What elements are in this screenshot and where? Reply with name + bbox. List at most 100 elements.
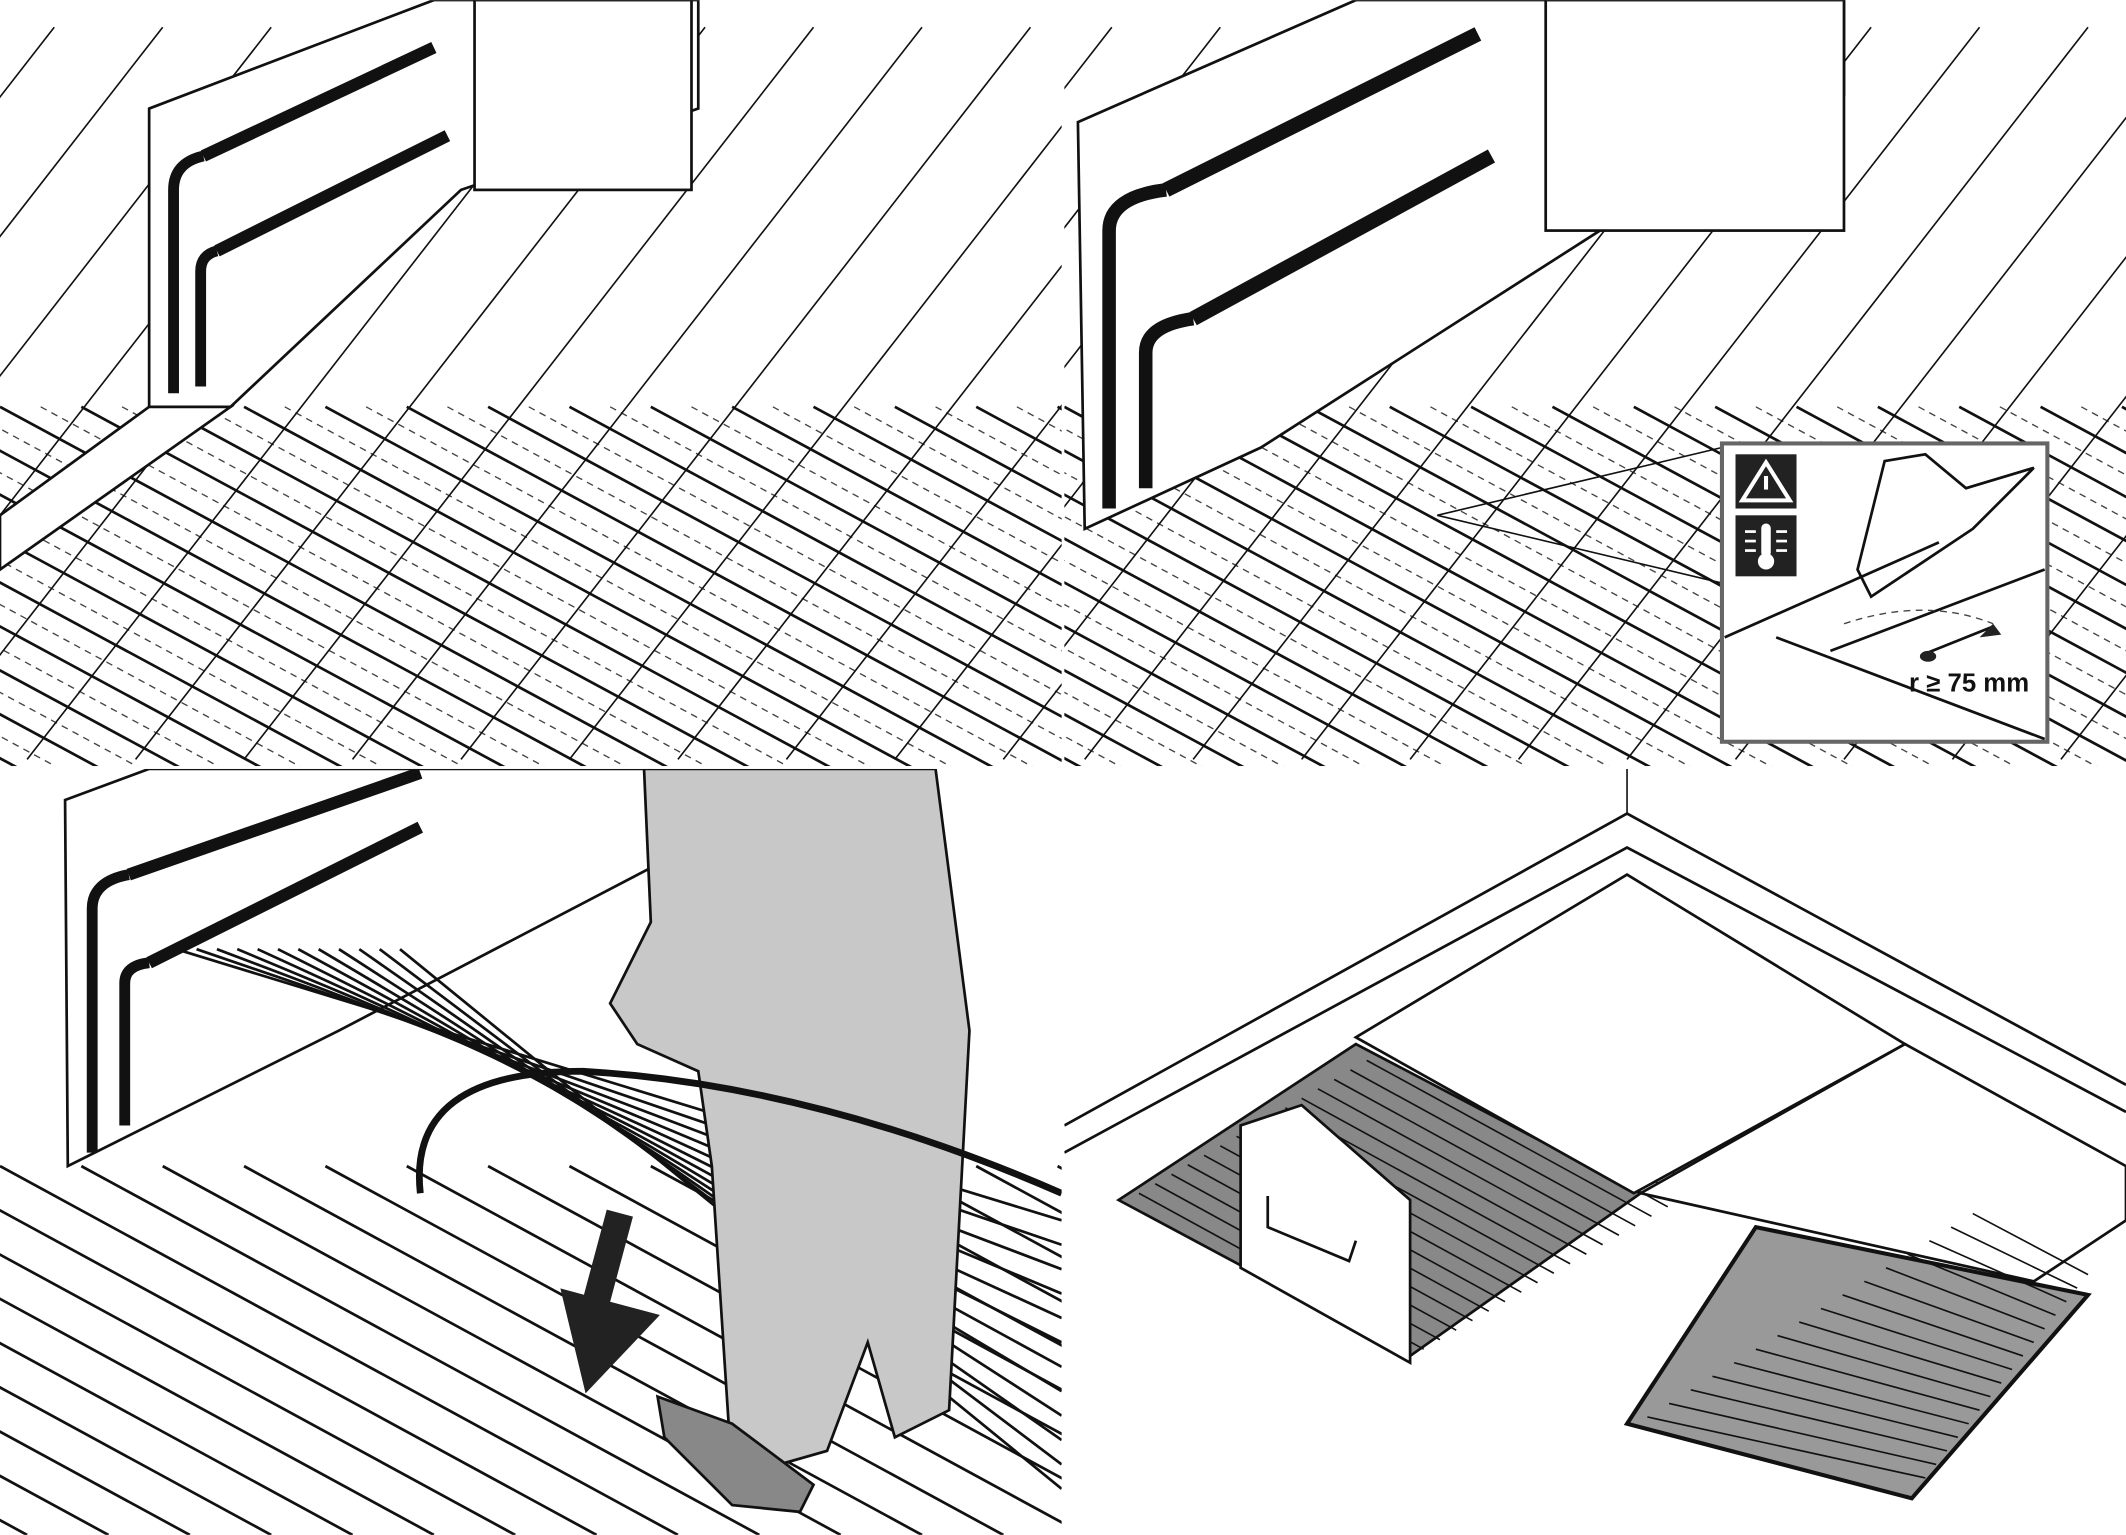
line-art bbox=[1799, 1321, 2002, 1384]
line-art bbox=[0, 537, 425, 767]
line-art bbox=[1517, 26, 2089, 760]
line-art bbox=[0, 581, 343, 767]
line-art bbox=[1733, 1361, 1969, 1425]
line-art bbox=[1409, 26, 1981, 760]
line-art bbox=[324, 405, 994, 767]
line-art bbox=[1972, 1212, 2089, 1276]
line-art bbox=[812, 405, 1062, 543]
line-art bbox=[1999, 406, 2126, 476]
line-art bbox=[1864, 1280, 2035, 1344]
line-art bbox=[284, 406, 952, 767]
line-art bbox=[0, 26, 55, 99]
line-art bbox=[1755, 1348, 1980, 1411]
line-art bbox=[650, 405, 1062, 631]
line-art bbox=[691, 406, 1062, 608]
manifold bbox=[168, 42, 451, 394]
thermometer-icon bbox=[1735, 515, 1797, 577]
line-art bbox=[0, 1341, 354, 1535]
line-art bbox=[460, 26, 1032, 760]
line-art bbox=[0, 1253, 516, 1535]
line-art bbox=[447, 406, 1062, 740]
line-art bbox=[1064, 471, 1610, 767]
manifold-cabinet bbox=[1544, 0, 1846, 232]
line-art bbox=[351, 26, 923, 760]
line-art bbox=[2121, 405, 2126, 411]
down-arrow-icon bbox=[560, 1209, 660, 1394]
line-art bbox=[1301, 1097, 1587, 1255]
line-art bbox=[935, 406, 1062, 476]
line-art bbox=[1366, 1059, 1652, 1218]
warning-icon bbox=[1735, 454, 1797, 509]
manifold bbox=[86, 768, 424, 1153]
line-art bbox=[731, 405, 1062, 587]
line-art bbox=[324, 1164, 1004, 1535]
line-art bbox=[1592, 406, 2126, 696]
line-art bbox=[203, 406, 871, 767]
line-art bbox=[1929, 1239, 2067, 1303]
line-art bbox=[1348, 406, 2016, 767]
line-art bbox=[0, 493, 506, 767]
line-art bbox=[80, 1164, 760, 1535]
line-art bbox=[2060, 674, 2126, 760]
line-art bbox=[1647, 1416, 1926, 1479]
line-art bbox=[1317, 1088, 1604, 1246]
line-art bbox=[0, 668, 181, 767]
panel-board-cutting: r ≥ 75 mm bbox=[1064, 0, 2126, 767]
line-art bbox=[243, 405, 913, 767]
line-art bbox=[1958, 405, 2126, 499]
line-art bbox=[1885, 1267, 2045, 1330]
line-art bbox=[894, 543, 1062, 760]
line-art bbox=[1950, 1226, 2078, 1289]
bend-radius-label: r ≥ 75 mm bbox=[1909, 670, 2029, 698]
line-art bbox=[1064, 581, 1408, 767]
line-art bbox=[1064, 624, 1326, 767]
panel-tiling bbox=[1064, 768, 2126, 1501]
line-art bbox=[0, 1164, 679, 1535]
line-art bbox=[785, 404, 1062, 760]
line-art bbox=[772, 406, 1062, 564]
line-art bbox=[1907, 1253, 2056, 1317]
notched-trowel bbox=[1239, 1103, 1412, 1366]
line-art bbox=[677, 264, 1062, 760]
line-art bbox=[40, 406, 708, 767]
line-art bbox=[406, 405, 1062, 763]
line-art bbox=[1511, 406, 2126, 740]
line-art bbox=[894, 405, 1062, 499]
line-art bbox=[487, 405, 1062, 719]
line-art bbox=[1777, 1334, 1991, 1398]
line-art bbox=[243, 26, 815, 760]
insulation-boards bbox=[0, 26, 1062, 767]
line-art bbox=[1668, 1402, 1937, 1466]
line-art bbox=[568, 125, 1062, 760]
line-art bbox=[0, 1297, 435, 1535]
line-art bbox=[853, 406, 1062, 520]
line-art bbox=[80, 405, 750, 767]
line-art bbox=[0, 515, 464, 767]
line-art bbox=[1267, 406, 1935, 767]
line-art bbox=[0, 26, 164, 238]
line-art bbox=[1842, 1294, 2024, 1357]
line-art bbox=[1820, 1307, 2013, 1371]
line-art bbox=[0, 735, 57, 767]
line-art bbox=[365, 406, 1033, 767]
line-art bbox=[121, 406, 789, 767]
line-art bbox=[1064, 668, 1245, 767]
laid-tile bbox=[1636, 1042, 2126, 1283]
line-art bbox=[1064, 493, 1570, 767]
line-art bbox=[1690, 1389, 1948, 1452]
manifold-cabinet bbox=[473, 0, 693, 192]
line-art bbox=[1333, 1078, 1620, 1236]
line-art bbox=[568, 405, 1062, 675]
line-art bbox=[1350, 1069, 1636, 1227]
line-art bbox=[528, 406, 1062, 696]
tile-back-with-adhesive bbox=[1623, 1224, 2092, 1501]
line-art bbox=[0, 1208, 598, 1535]
installer-shoe bbox=[655, 1394, 816, 1514]
line-art bbox=[162, 405, 831, 767]
line-art bbox=[1145, 405, 1814, 767]
line-art bbox=[0, 624, 262, 767]
line-art bbox=[1186, 406, 1854, 767]
line-art bbox=[0, 1430, 191, 1535]
line-art bbox=[0, 1385, 272, 1535]
